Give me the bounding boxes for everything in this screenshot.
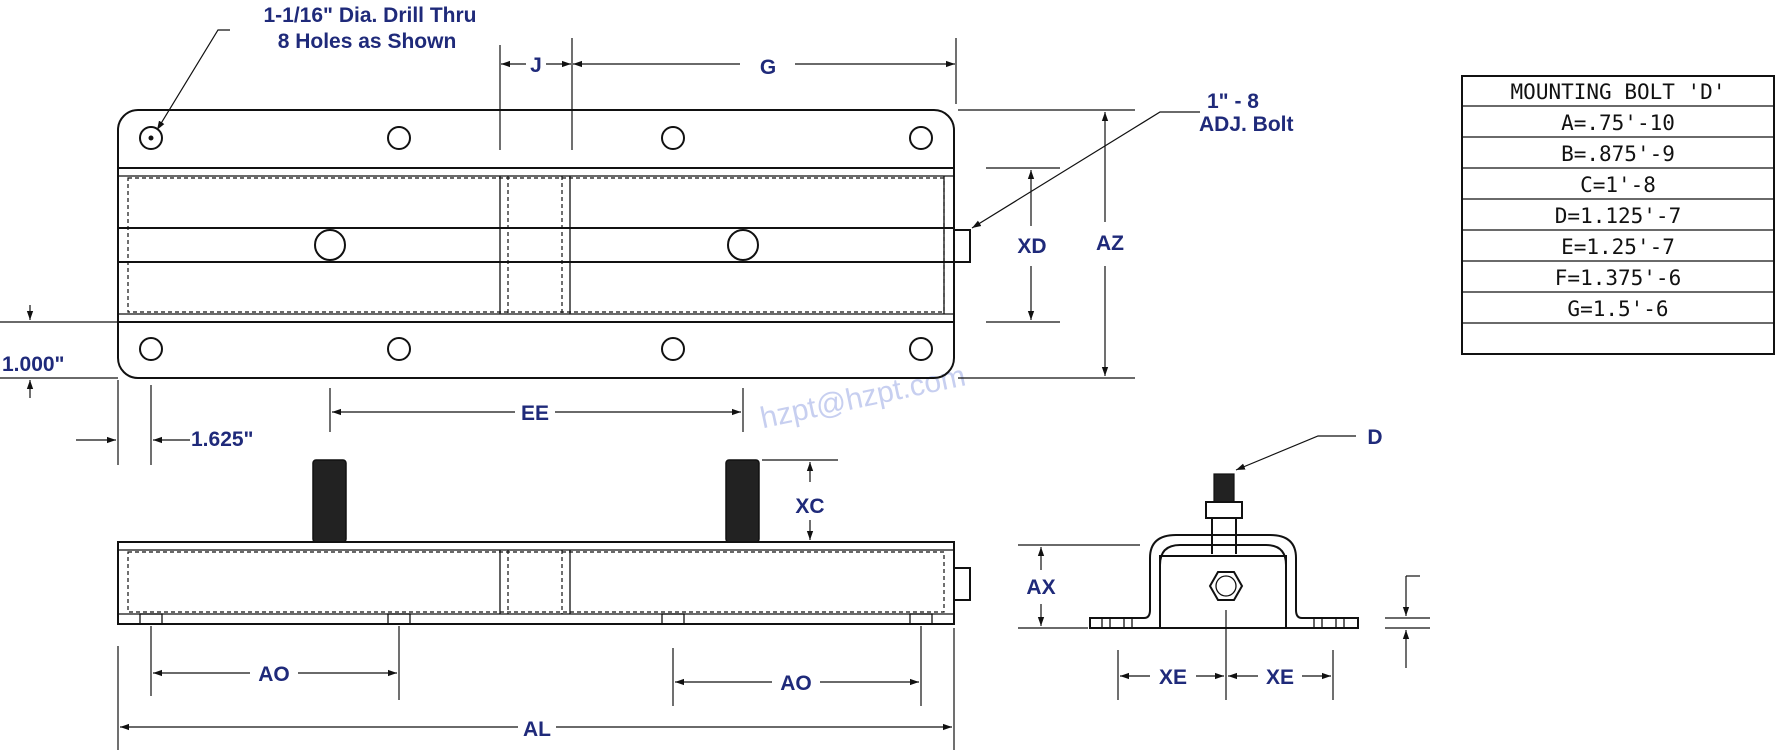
drill-hole	[661, 337, 685, 361]
bolt-label-line1: 1" - 8	[1207, 90, 1259, 113]
table-row: B=.875'-9	[1561, 142, 1675, 166]
table-row: E=1.25'-7	[1561, 235, 1675, 259]
dim-label-az: AZ	[1096, 232, 1124, 255]
mounting-bolt-table: MOUNTING BOLT 'D' A=.75'-10 B=.875'-9 C=…	[1461, 75, 1775, 355]
adj-bolt-head	[953, 229, 971, 263]
dim-label-ao-left: AO	[258, 663, 290, 686]
bolt-label-line2: ADJ. Bolt	[1199, 113, 1294, 136]
dimension-labels: 1-1/16" Dia. Drill Thru 8 Holes as Shown…	[2, 4, 1383, 741]
mounting-stud	[725, 459, 760, 543]
dim-label-1625: 1.625"	[191, 428, 254, 451]
drill-label-line1: 1-1/16" Dia. Drill Thru	[263, 4, 476, 27]
side-view-dimensions	[1018, 435, 1430, 700]
table-row: D=1.125'-7	[1555, 204, 1681, 228]
top-view	[117, 109, 971, 379]
stud-hole	[314, 229, 346, 261]
table-row: C=1'-8	[1580, 173, 1656, 197]
mounting-stud	[312, 459, 347, 543]
adj-bolt-head	[953, 567, 971, 601]
base-plate-outline	[117, 109, 955, 379]
dim-label-al: AL	[523, 718, 551, 741]
side-view	[1089, 473, 1359, 629]
table-row: F=1.375'-6	[1555, 266, 1681, 290]
front-view	[117, 459, 971, 625]
drill-hole	[387, 126, 411, 150]
bracket-profile	[1089, 534, 1359, 629]
stud-hole	[727, 229, 759, 261]
dim-label-xc: XC	[795, 495, 824, 518]
dim-label-ee: EE	[521, 402, 549, 425]
dim-label-g: G	[760, 56, 776, 79]
table-header: MOUNTING BOLT 'D'	[1511, 80, 1726, 104]
table-row: G=1.5'-6	[1567, 297, 1668, 321]
drill-hole	[909, 126, 933, 150]
dim-label-ax: AX	[1026, 576, 1055, 599]
dim-label-xe-right: XE	[1266, 666, 1294, 689]
table-outline	[1461, 75, 1775, 355]
dim-label-xe-left: XE	[1159, 666, 1187, 689]
dim-label-xd: XD	[1017, 235, 1046, 258]
dim-label-d: D	[1367, 426, 1382, 449]
bolt-d-thread	[1213, 473, 1235, 503]
drill-hole	[139, 126, 163, 150]
front-view-dimensions	[117, 459, 955, 750]
hex-nut	[1208, 571, 1244, 601]
drill-label-line2: 8 Holes as Shown	[278, 30, 457, 53]
bolt-d-nut	[1205, 501, 1243, 519]
dim-label-1000: 1.000"	[2, 353, 65, 376]
drill-hole	[387, 337, 411, 361]
watermark-text: hzpt@hzpt.com	[757, 360, 968, 436]
drill-hole	[661, 126, 685, 150]
drill-hole	[139, 337, 163, 361]
dim-label-j: J	[530, 54, 542, 77]
dim-label-ao-right: AO	[780, 672, 812, 695]
table-row: A=.75'-10	[1561, 111, 1675, 135]
top-view-dimensions	[0, 29, 1200, 465]
drill-hole	[909, 337, 933, 361]
